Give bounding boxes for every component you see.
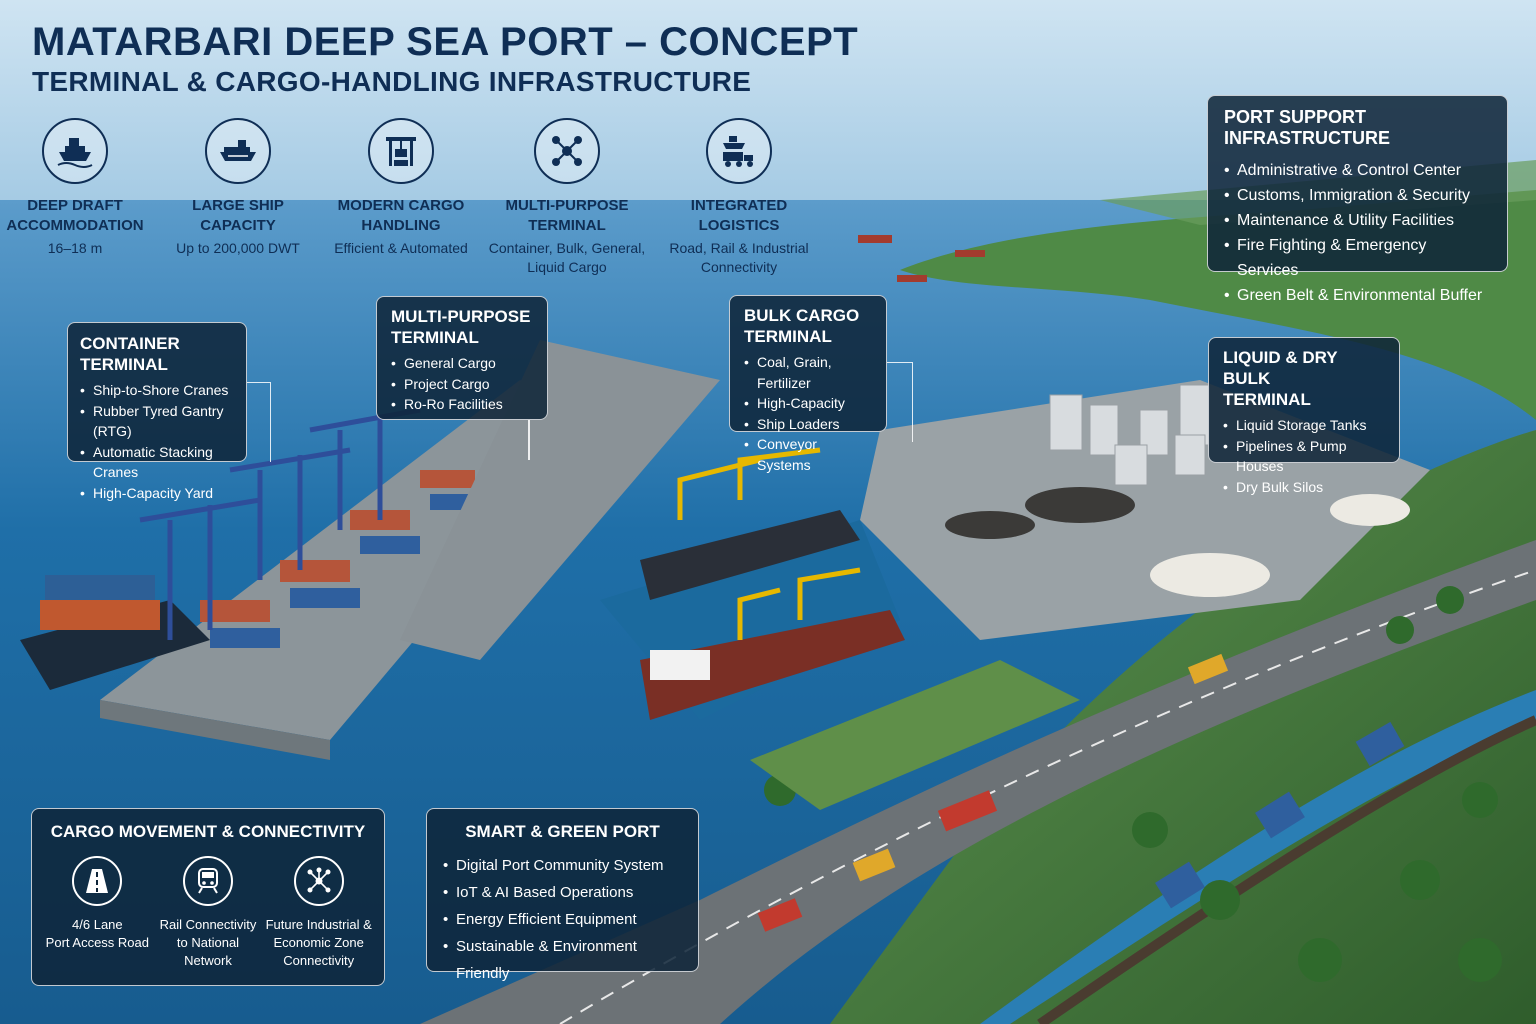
callout-line — [247, 382, 271, 462]
list-item: Sustainable & Environment Friendly — [443, 933, 682, 987]
crane-icon — [368, 118, 434, 184]
large-ship-icon — [205, 118, 271, 184]
list-item: Ship-to-Shore Cranes — [80, 380, 234, 401]
cargo-movement-title: CARGO MOVEMENT & CONNECTIVITY — [50, 822, 366, 841]
list-item: Pipelines & Pump Houses — [1223, 436, 1385, 477]
list-item: IoT & AI Based Operations — [443, 879, 682, 906]
feature-large-ship: LARGE SHIP CAPACITY Up to 200,000 DWT — [153, 118, 323, 258]
port-support-panel: PORT SUPPORT INFRASTRUCTURE Administrati… — [1207, 95, 1508, 308]
callout-line — [887, 362, 913, 442]
feature-cargo-handling: MODERN CARGO HANDLING Efficient & Automa… — [316, 118, 486, 258]
list-item: Coal, Grain, Fertilizer — [744, 352, 872, 393]
list-item: Ro-Ro Facilities — [391, 394, 533, 415]
list-item: Customs, Immigration & Security — [1224, 183, 1491, 208]
smart-green-panel: SMART & GREEN PORT Digital Port Communit… — [426, 808, 699, 982]
bulk-cargo-terminal-title: BULK CARGO — [744, 306, 860, 325]
connectivity-road: 4/6 Lane Port Access Road — [42, 856, 153, 970]
multi-purpose-terminal-panel: MULTI-PURPOSE TERMINAL General Cargo Pro… — [376, 296, 548, 420]
train-icon — [183, 856, 233, 906]
list-item: High-Capacity — [744, 393, 872, 414]
list-item: Rubber Tyred Gantry (RTG) — [80, 401, 234, 442]
list-item: Fire Fighting & Emergency Services — [1224, 233, 1491, 283]
page-subtitle: TERMINAL & CARGO-HANDLING INFRASTRUCTURE — [32, 66, 752, 97]
list-item: High-Capacity Yard — [80, 483, 234, 504]
port-support-title: PORT SUPPORT INFRASTRUCTURE — [1224, 107, 1390, 148]
network-icon — [293, 856, 344, 906]
feature-integrated-logistics: INTEGRATED LOGISTICS Road, Rail & Indust… — [654, 118, 824, 277]
list-item: Digital Port Community System — [443, 852, 682, 879]
logistics-icon — [706, 118, 772, 184]
page-title: MATARBARI DEEP SEA PORT – CONCEPT — [32, 20, 859, 64]
list-item: Project Cargo — [391, 374, 533, 395]
network-icon — [534, 118, 600, 184]
feature-deep-draft: DEEP DRAFT ACCOMMODATION 16–18 m — [0, 118, 160, 258]
feature-multi-purpose: MULTI-PURPOSE TERMINAL Container, Bulk, … — [482, 118, 652, 277]
list-item: Administrative & Control Center — [1224, 158, 1491, 183]
list-item: Maintenance & Utility Facilities — [1224, 208, 1491, 233]
list-item: Dry Bulk Silos — [1223, 477, 1385, 498]
road-icon — [72, 856, 123, 906]
cargo-movement-panel: CARGO MOVEMENT & CONNECTIVITY 4/6 Lane P… — [31, 808, 385, 986]
connectivity-industrial-zone: Future Industrial & Economic Zone Connec… — [263, 856, 374, 970]
list-item: Ship Loaders — [744, 414, 872, 435]
ship-icon — [42, 118, 108, 184]
container-terminal-panel: CONTAINER TERMINAL Ship-to-Shore Cranes … — [67, 322, 247, 503]
bulk-cargo-terminal-panel: BULK CARGO TERMINAL Coal, Grain, Fertili… — [729, 295, 887, 473]
list-item: Green Belt & Environmental Buffer — [1224, 283, 1491, 308]
list-item: Conveyor Systems — [744, 434, 872, 475]
container-terminal-title: CONTAINER — [80, 334, 180, 353]
connectivity-rail: Rail Connectivity to National Network — [153, 856, 264, 970]
list-item: Energy Efficient Equipment — [443, 906, 682, 933]
multi-purpose-terminal-title: MULTI-PURPOSE — [391, 307, 531, 326]
list-item: Automatic Stacking Cranes — [80, 442, 234, 483]
smart-green-title: SMART & GREEN PORT — [465, 822, 660, 841]
callout-line — [528, 420, 530, 460]
liquid-dry-bulk-panel: LIQUID & DRY BULK TERMINAL Liquid Storag… — [1208, 337, 1400, 497]
list-item: Liquid Storage Tanks — [1223, 415, 1385, 436]
list-item: General Cargo — [391, 353, 533, 374]
liquid-dry-bulk-title: LIQUID & DRY BULK — [1223, 348, 1338, 388]
